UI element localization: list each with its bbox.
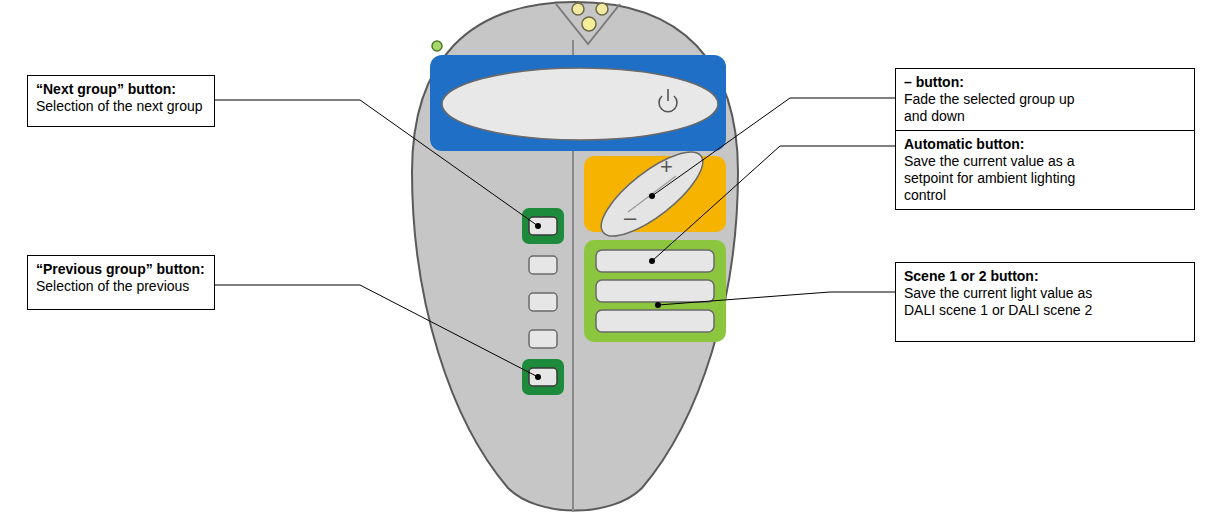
group-key bbox=[529, 217, 557, 235]
leader-dot bbox=[655, 302, 661, 308]
callout-heading: Automatic button: bbox=[904, 136, 1100, 153]
callout-box: Scene 1 or 2 button:Save the current lig… bbox=[895, 262, 1195, 342]
callout-heading: – button: bbox=[904, 74, 1100, 91]
callout-heading: “Previous group” button: bbox=[36, 261, 212, 278]
callout-text: Save the current light value as DALI sce… bbox=[904, 285, 1100, 319]
callout-box: “Previous group” button:Selection of the… bbox=[27, 255, 215, 310]
scene-key bbox=[596, 310, 714, 332]
rocker-symbol: – bbox=[624, 207, 636, 229]
dimmer-rocker bbox=[590, 138, 715, 249]
leader-dot bbox=[535, 223, 541, 229]
power-button bbox=[442, 68, 718, 140]
leader-line bbox=[658, 292, 895, 305]
callout-box: “Next group” button:Selection of the nex… bbox=[27, 75, 215, 127]
group-key-frame bbox=[522, 208, 564, 244]
top-notch bbox=[556, 4, 620, 44]
group-key bbox=[529, 293, 557, 311]
callout-text: Fade the selected group up and down bbox=[904, 91, 1100, 125]
callout-text: Selection of the next group bbox=[36, 98, 212, 115]
rocker-symbol: + bbox=[660, 156, 673, 178]
group-key bbox=[529, 256, 557, 274]
ir-led bbox=[572, 3, 584, 15]
automatic-key bbox=[596, 250, 714, 272]
leader-dot bbox=[535, 374, 541, 380]
leader-line bbox=[215, 285, 538, 377]
remote-body bbox=[412, 2, 738, 511]
group-key-frame bbox=[522, 359, 564, 395]
callout-text: Save the current value as a setpoint for… bbox=[904, 153, 1100, 204]
callout-box: Automatic button:Save the current value … bbox=[895, 130, 1195, 210]
callout-heading: Scene 1 or 2 button: bbox=[904, 268, 1100, 285]
leader-line bbox=[652, 146, 895, 261]
scene-key bbox=[596, 280, 714, 302]
leader-dot bbox=[649, 258, 655, 264]
ir-led bbox=[596, 3, 608, 15]
callout-box: – button:Fade the selected group up and … bbox=[895, 68, 1195, 131]
group-key bbox=[529, 368, 557, 386]
scene-panel bbox=[584, 240, 726, 342]
leader-dot bbox=[649, 193, 655, 199]
leader-line bbox=[652, 98, 895, 196]
ir-led bbox=[582, 17, 596, 31]
callout-heading: “Next group” button: bbox=[36, 81, 212, 98]
power-panel bbox=[430, 55, 726, 151]
group-key bbox=[529, 330, 557, 348]
leader-line bbox=[215, 100, 538, 226]
status-led bbox=[432, 41, 442, 51]
power-symbol bbox=[667, 89, 669, 101]
callout-text: Selection of the previous bbox=[36, 278, 212, 295]
